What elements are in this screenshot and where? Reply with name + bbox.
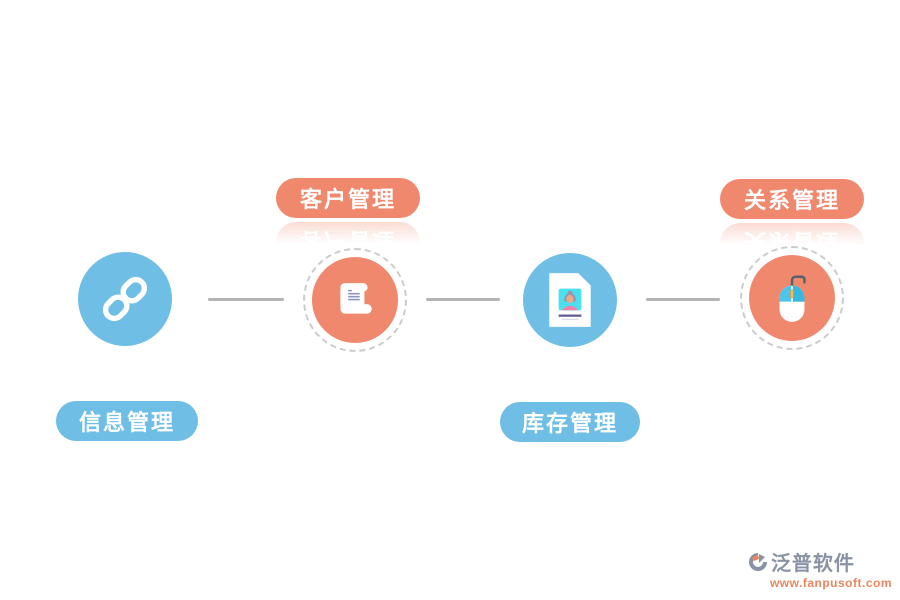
id-card-icon <box>549 273 591 327</box>
relationship-management-label: 关系管理 <box>720 179 864 219</box>
watermark: 泛普软件 www.fanpusoft.com <box>748 547 892 590</box>
scroll-icon <box>340 283 372 314</box>
fanpu-logo-icon <box>748 552 767 571</box>
connector-line-3 <box>646 298 720 301</box>
information-management-label: 信息管理 <box>56 401 198 441</box>
brand-name: 泛普软件 <box>770 553 855 575</box>
label-group-inventory-management: 库存管理 <box>500 402 640 442</box>
node-relationship-management <box>740 246 844 350</box>
node-customer-management <box>303 248 407 352</box>
connector-line-2 <box>426 298 500 301</box>
label-group-information-management: 信息管理 <box>56 401 198 441</box>
customer-management-label: 客户管理 <box>276 178 420 218</box>
brand-row: 泛普软件 <box>748 547 892 576</box>
node-information-management <box>78 252 172 346</box>
brand-url: www.fanpusoft.com <box>769 576 892 590</box>
node-circle <box>749 255 835 341</box>
label-group-relationship-management: 关系管理 关系管理 <box>720 179 864 263</box>
node-circle <box>312 257 398 343</box>
node-inventory-management <box>523 253 617 347</box>
label-group-customer-management: 客户管理 客户管理 <box>276 178 420 262</box>
chain-link-icon <box>102 276 148 322</box>
connector-line-1 <box>208 298 284 301</box>
mouse-icon <box>779 275 806 322</box>
inventory-management-label: 库存管理 <box>500 402 640 442</box>
